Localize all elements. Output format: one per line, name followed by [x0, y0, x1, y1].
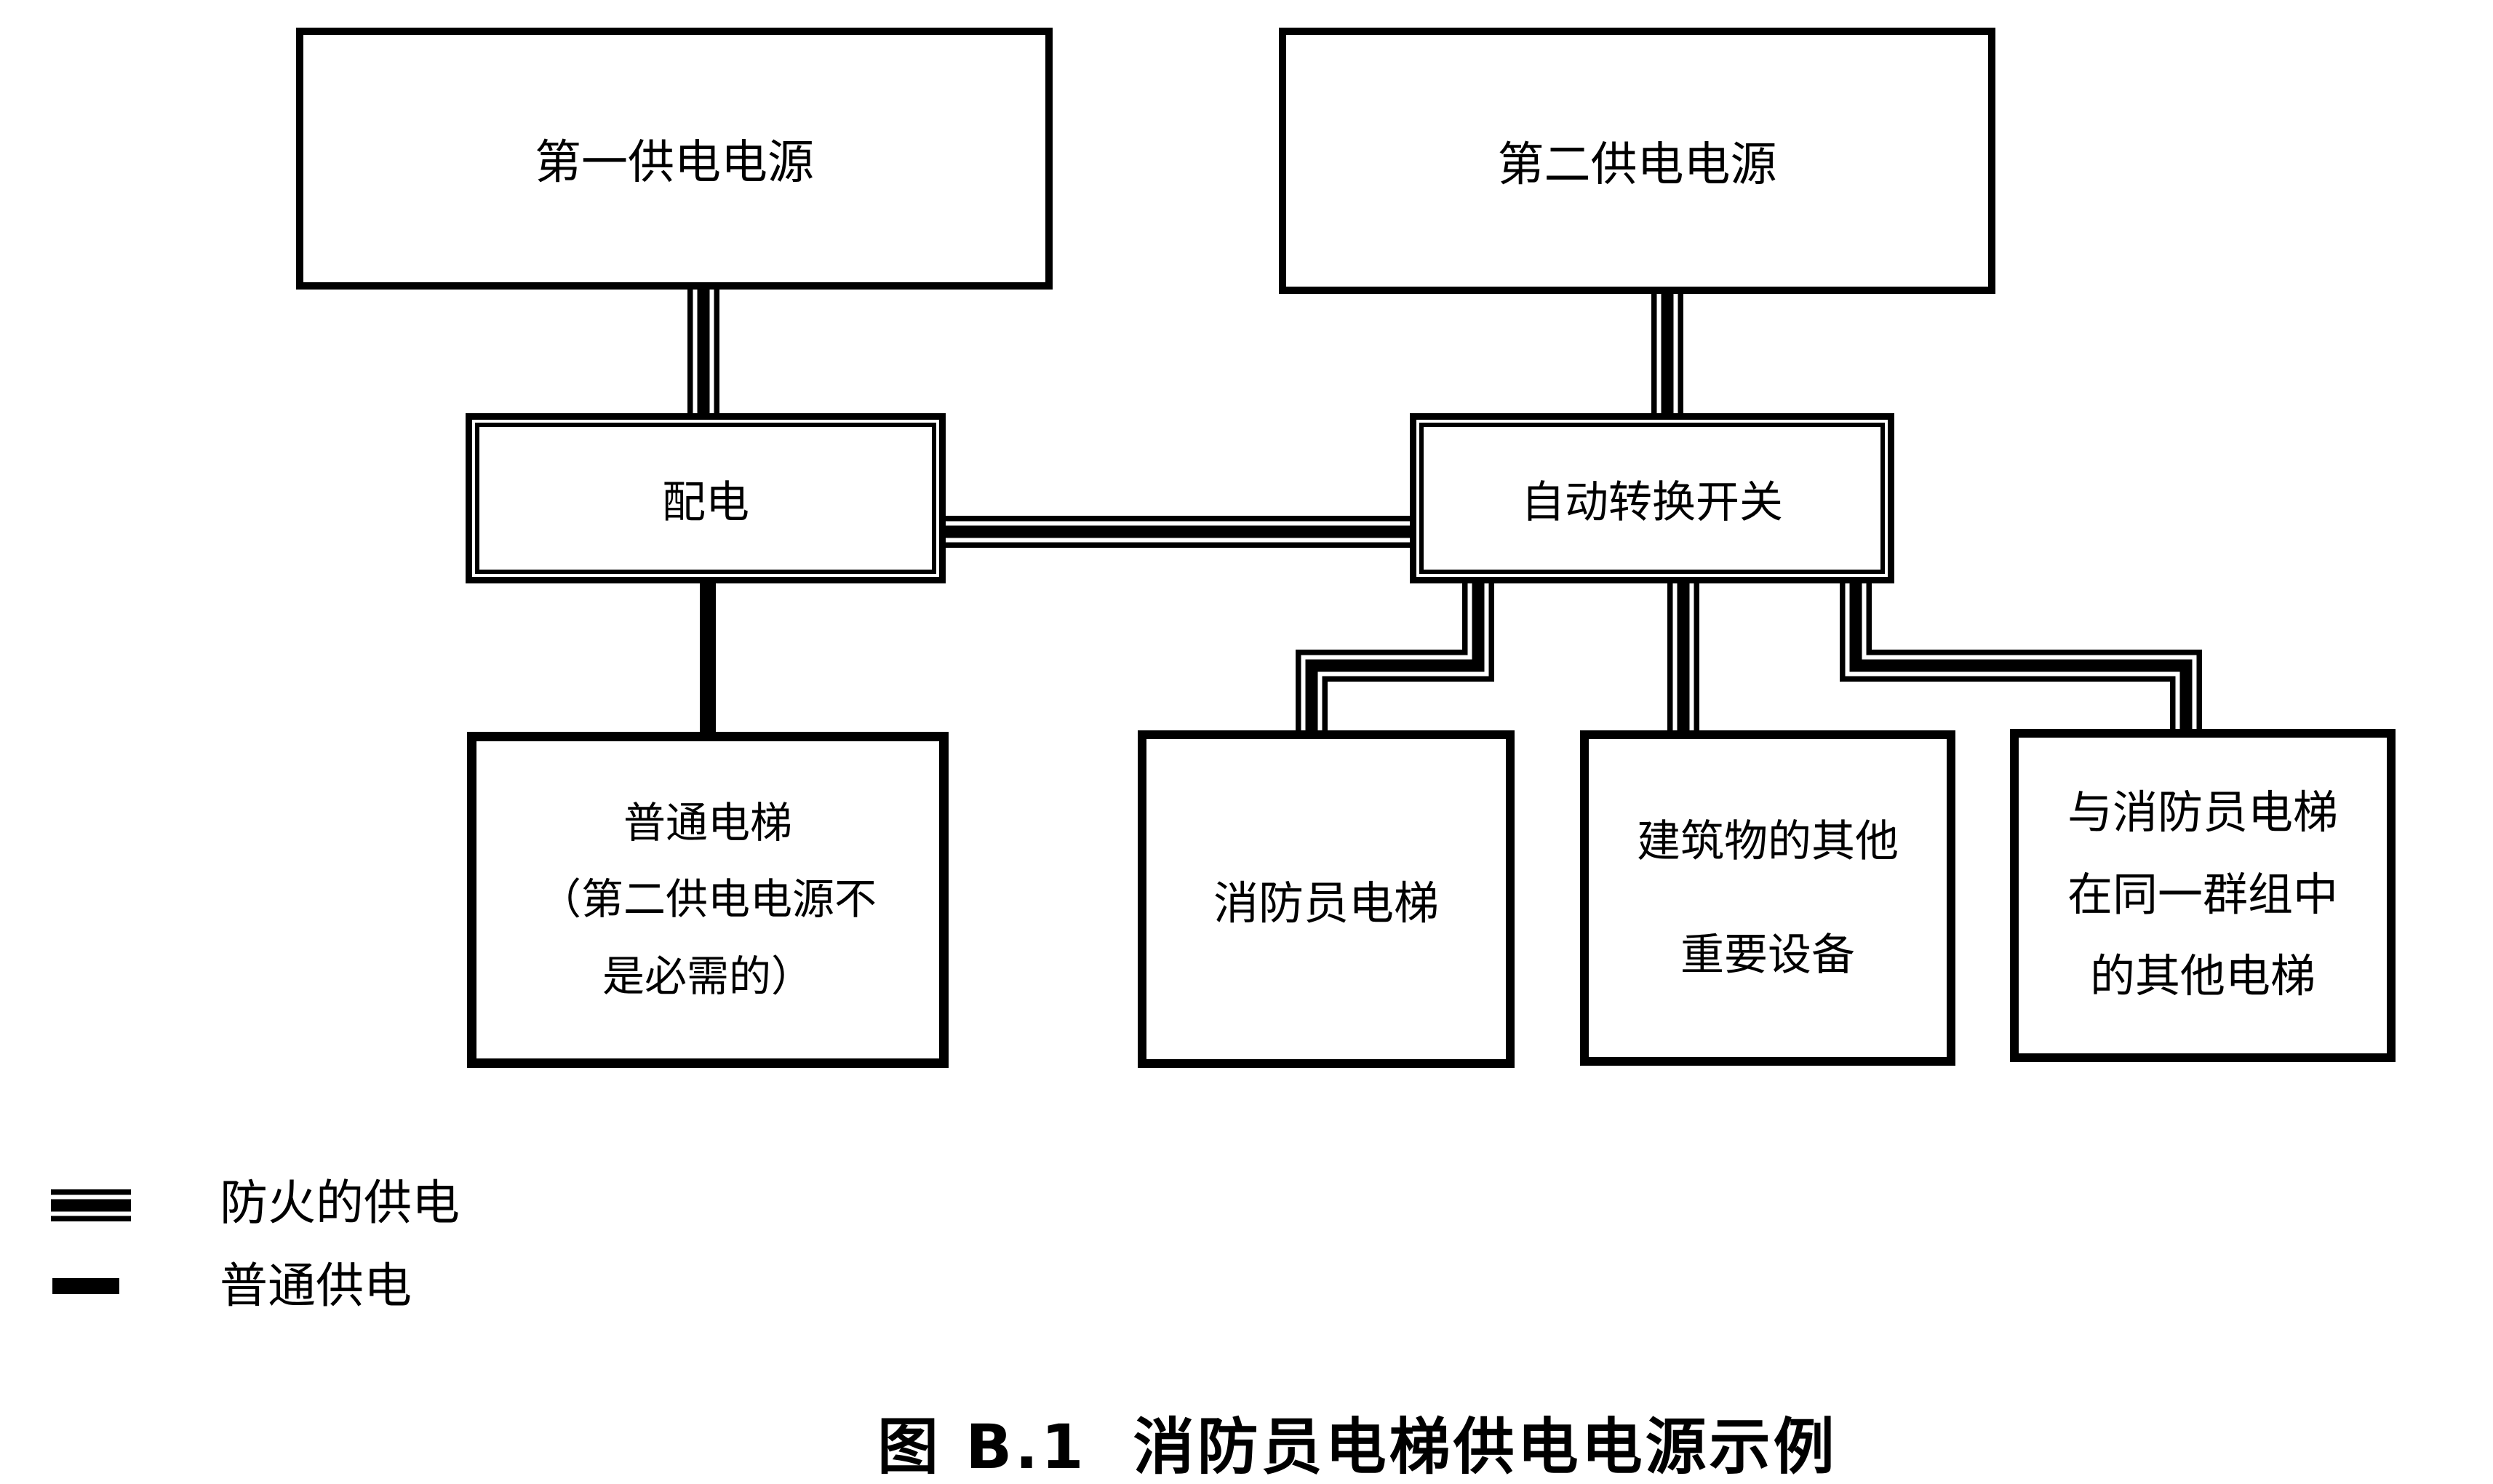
box-automatic-transfer-switch-label: 自动转换开关 [1521, 478, 1783, 527]
box-ordinary-elevator-line2: （第二供电电源不 [538, 876, 877, 924]
box-automatic-transfer-switch: 自动转换开关 [1410, 413, 1894, 583]
box-firefighter-elevator: 消防员电梯 [1138, 730, 1515, 1068]
figure-caption-number: 图 B.1 [877, 1411, 1087, 1483]
box-building-other-equipment: 建筑物的其他 重要设备 [1580, 730, 1955, 1066]
legend-ordinary-label: 普通供电 [220, 1260, 412, 1313]
box-first-power-source: 第一供电电源 [296, 28, 1053, 290]
box-firefighter-elevator-label: 消防员电梯 [1213, 879, 1439, 929]
box-first-power-source-label: 第一供电电源 [535, 137, 814, 188]
box-group-other-elevators-line3: 的其他电梯 [2089, 952, 2316, 1002]
box-power-distribution-label: 配电 [662, 478, 749, 527]
box-group-other-elevators-line1: 与消防员电梯 [2067, 788, 2338, 838]
box-ordinary-elevator-line1: 普通电梯 [623, 799, 792, 847]
box-second-power-source-label: 第二供电电源 [1497, 139, 1777, 191]
connector-transfer-switch-to-group-elevators [1840, 578, 2202, 735]
box-power-distribution: 配电 [466, 413, 946, 583]
box-ordinary-elevator-line3: 是必需的） [602, 952, 813, 1000]
box-building-other-equipment-line1: 建筑物的其他 [1637, 817, 1899, 866]
box-group-other-elevators: 与消防员电梯 在同一群组中 的其他电梯 [2010, 729, 2396, 1062]
figure-caption-title: 消防员电梯供电电源示例 [1133, 1411, 1838, 1483]
box-ordinary-elevator: 普通电梯 （第二供电电源不 是必需的） [467, 732, 949, 1068]
box-second-power-source: 第二供电电源 [1279, 28, 1995, 294]
figure-caption: 图 B.1 消防员电梯供电电源示例 [877, 1398, 1838, 1484]
legend-fire-protected-label: 防火的供电 [220, 1177, 460, 1230]
box-building-other-equipment-line2: 重要设备 [1680, 930, 1855, 979]
connector-transfer-switch-to-firefighter-elevator [1296, 578, 1494, 736]
box-group-other-elevators-line2: 在同一群组中 [2067, 870, 2338, 920]
